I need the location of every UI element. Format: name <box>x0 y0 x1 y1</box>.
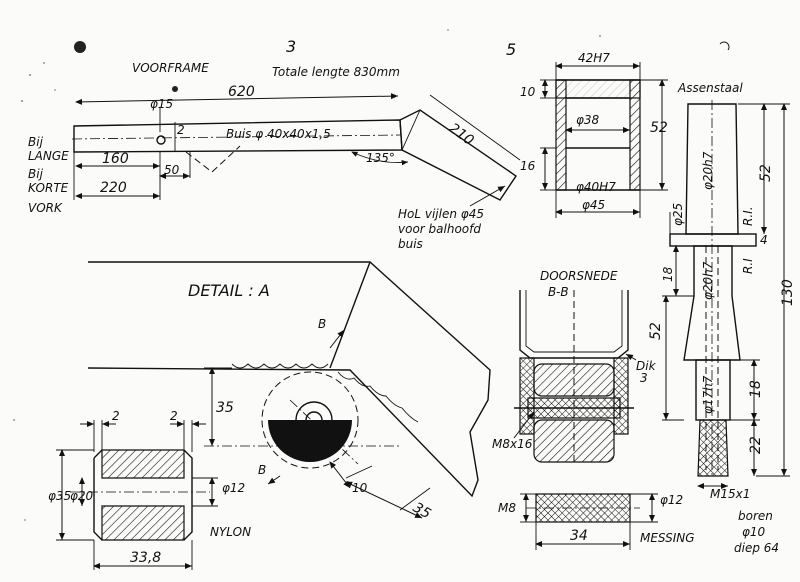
voorframe-title: VOORFRAME <box>132 61 209 75</box>
dim-210: 210 <box>446 120 477 149</box>
section-dik-1: Dik <box>636 359 657 373</box>
dim-phi20h7-top: φ20h7 <box>701 151 715 190</box>
sheet-number-3: 3 <box>286 37 296 56</box>
detail-a-title: DETAIL : A <box>188 281 270 300</box>
thread-m15x1: M15x1 <box>710 487 750 501</box>
total-length-label: Totale lengte 830mm <box>272 65 400 79</box>
boren-2: φ10 <box>742 525 766 539</box>
dim-phi20h7-mid: φ20h7 <box>701 261 715 300</box>
scan-artifacts <box>13 29 730 521</box>
dim-phi25: φ25 <box>671 203 685 226</box>
angle-135: 135° <box>366 151 395 165</box>
dim-axle-18a: 18 <box>661 266 675 282</box>
nylon-material: NYLON <box>210 525 251 539</box>
axle-drawing: Assenstaal φ20h7 52 φ25 R.I. 4 18 φ20h7 … <box>648 81 796 555</box>
dim-620: 620 <box>228 84 255 100</box>
axle-title: Assenstaal <box>677 81 743 95</box>
bij-korte-2: KORTE <box>28 181 69 195</box>
dim-axle-22: 22 <box>748 436 764 454</box>
bij-korte-1: Bij <box>28 167 44 181</box>
messing-drawing: M8 φ12 34 MESSING <box>498 493 695 550</box>
dim-axle-52: 52 <box>758 164 774 182</box>
boren-3: diep 64 <box>734 541 779 555</box>
hol-vijlen-line-2: voor balhoofd <box>398 222 481 236</box>
dim-detail-35-left: 35 <box>216 400 234 416</box>
nylon-dim-33-8: 33,8 <box>130 550 161 566</box>
dim-axle-18b: 18 <box>748 380 764 398</box>
boren-1: boren <box>738 509 773 523</box>
hol-vijlen-line-3: buis <box>398 237 423 251</box>
messing-dim-34: 34 <box>570 528 588 544</box>
nylon-dim-2b: 2 <box>170 409 178 423</box>
nylon-dim-phi35: φ35 <box>48 489 71 503</box>
messing-dim-m8: M8 <box>498 501 516 515</box>
dim-axle-4: 4 <box>760 233 768 247</box>
dim-phi38: φ38 <box>576 113 600 127</box>
sheet-number-5: 5 <box>506 40 516 59</box>
nylon-drawing: 2 2 φ35 φ20 φ12 NYLON 33,8 <box>48 409 251 570</box>
bij-lange-2: LANGE <box>28 149 69 163</box>
voorframe-drawing: VOORFRAME Totale lengte 830mm 620 φ15 2 … <box>28 61 521 251</box>
dim-160: 160 <box>102 151 129 167</box>
section-mark-b: B <box>318 317 326 331</box>
dim-detail-35-diag: 35 <box>410 500 434 523</box>
dim-axle-52b: 52 <box>648 322 664 340</box>
nylon-dim-phi12: φ12 <box>222 481 245 495</box>
messing-material: MESSING <box>640 531 695 545</box>
hol-vijlen-line-1: HoL vijlen φ45 <box>398 207 484 221</box>
dim-phi45: φ45 <box>582 198 605 212</box>
vork-label: VORK <box>28 201 63 215</box>
dim-bush-10: 10 <box>520 85 536 99</box>
bij-lange-1: Bij <box>28 135 44 149</box>
nylon-dim-phi20: φ20 <box>70 489 94 503</box>
dim-phi17h7: φ17h7 <box>701 375 715 414</box>
tube-label: Buis φ 40x40x1,5 <box>226 127 331 141</box>
ri-2: R.I <box>741 258 755 274</box>
section-dik-2: 3 <box>640 371 648 385</box>
messing-dim-phi12: φ12 <box>660 493 683 507</box>
ri-1: R.I. <box>741 206 755 226</box>
dim-42h7: 42H7 <box>578 51 610 65</box>
detail-a-drawing: DETAIL : A B B 35 10 35 <box>87 261 491 523</box>
section-title-1: DOORSNEDE <box>540 269 618 283</box>
dim-2: 2 <box>177 123 185 137</box>
nylon-dim-2a: 2 <box>112 409 120 423</box>
section-mark-b-2: B <box>258 463 266 477</box>
section-bolt: M8x16 <box>492 437 533 451</box>
section-title-2: B-B <box>548 285 569 299</box>
dim-bush-52: 52 <box>650 120 668 136</box>
dim-phi15: φ15 <box>150 97 173 111</box>
bush-drawing: 42H7 φ38 10 52 16 φ40H7 φ45 <box>520 51 668 218</box>
dim-220: 220 <box>100 180 127 196</box>
dim-phi40h7: φ40H7 <box>576 180 616 194</box>
dim-axle-130: 130 <box>780 279 796 306</box>
section-bb-drawing: DOORSNEDE B-B Dik 3 M8x16 <box>492 269 657 464</box>
dim-50: 50 <box>164 163 180 177</box>
dim-bush-16: 16 <box>520 159 536 173</box>
